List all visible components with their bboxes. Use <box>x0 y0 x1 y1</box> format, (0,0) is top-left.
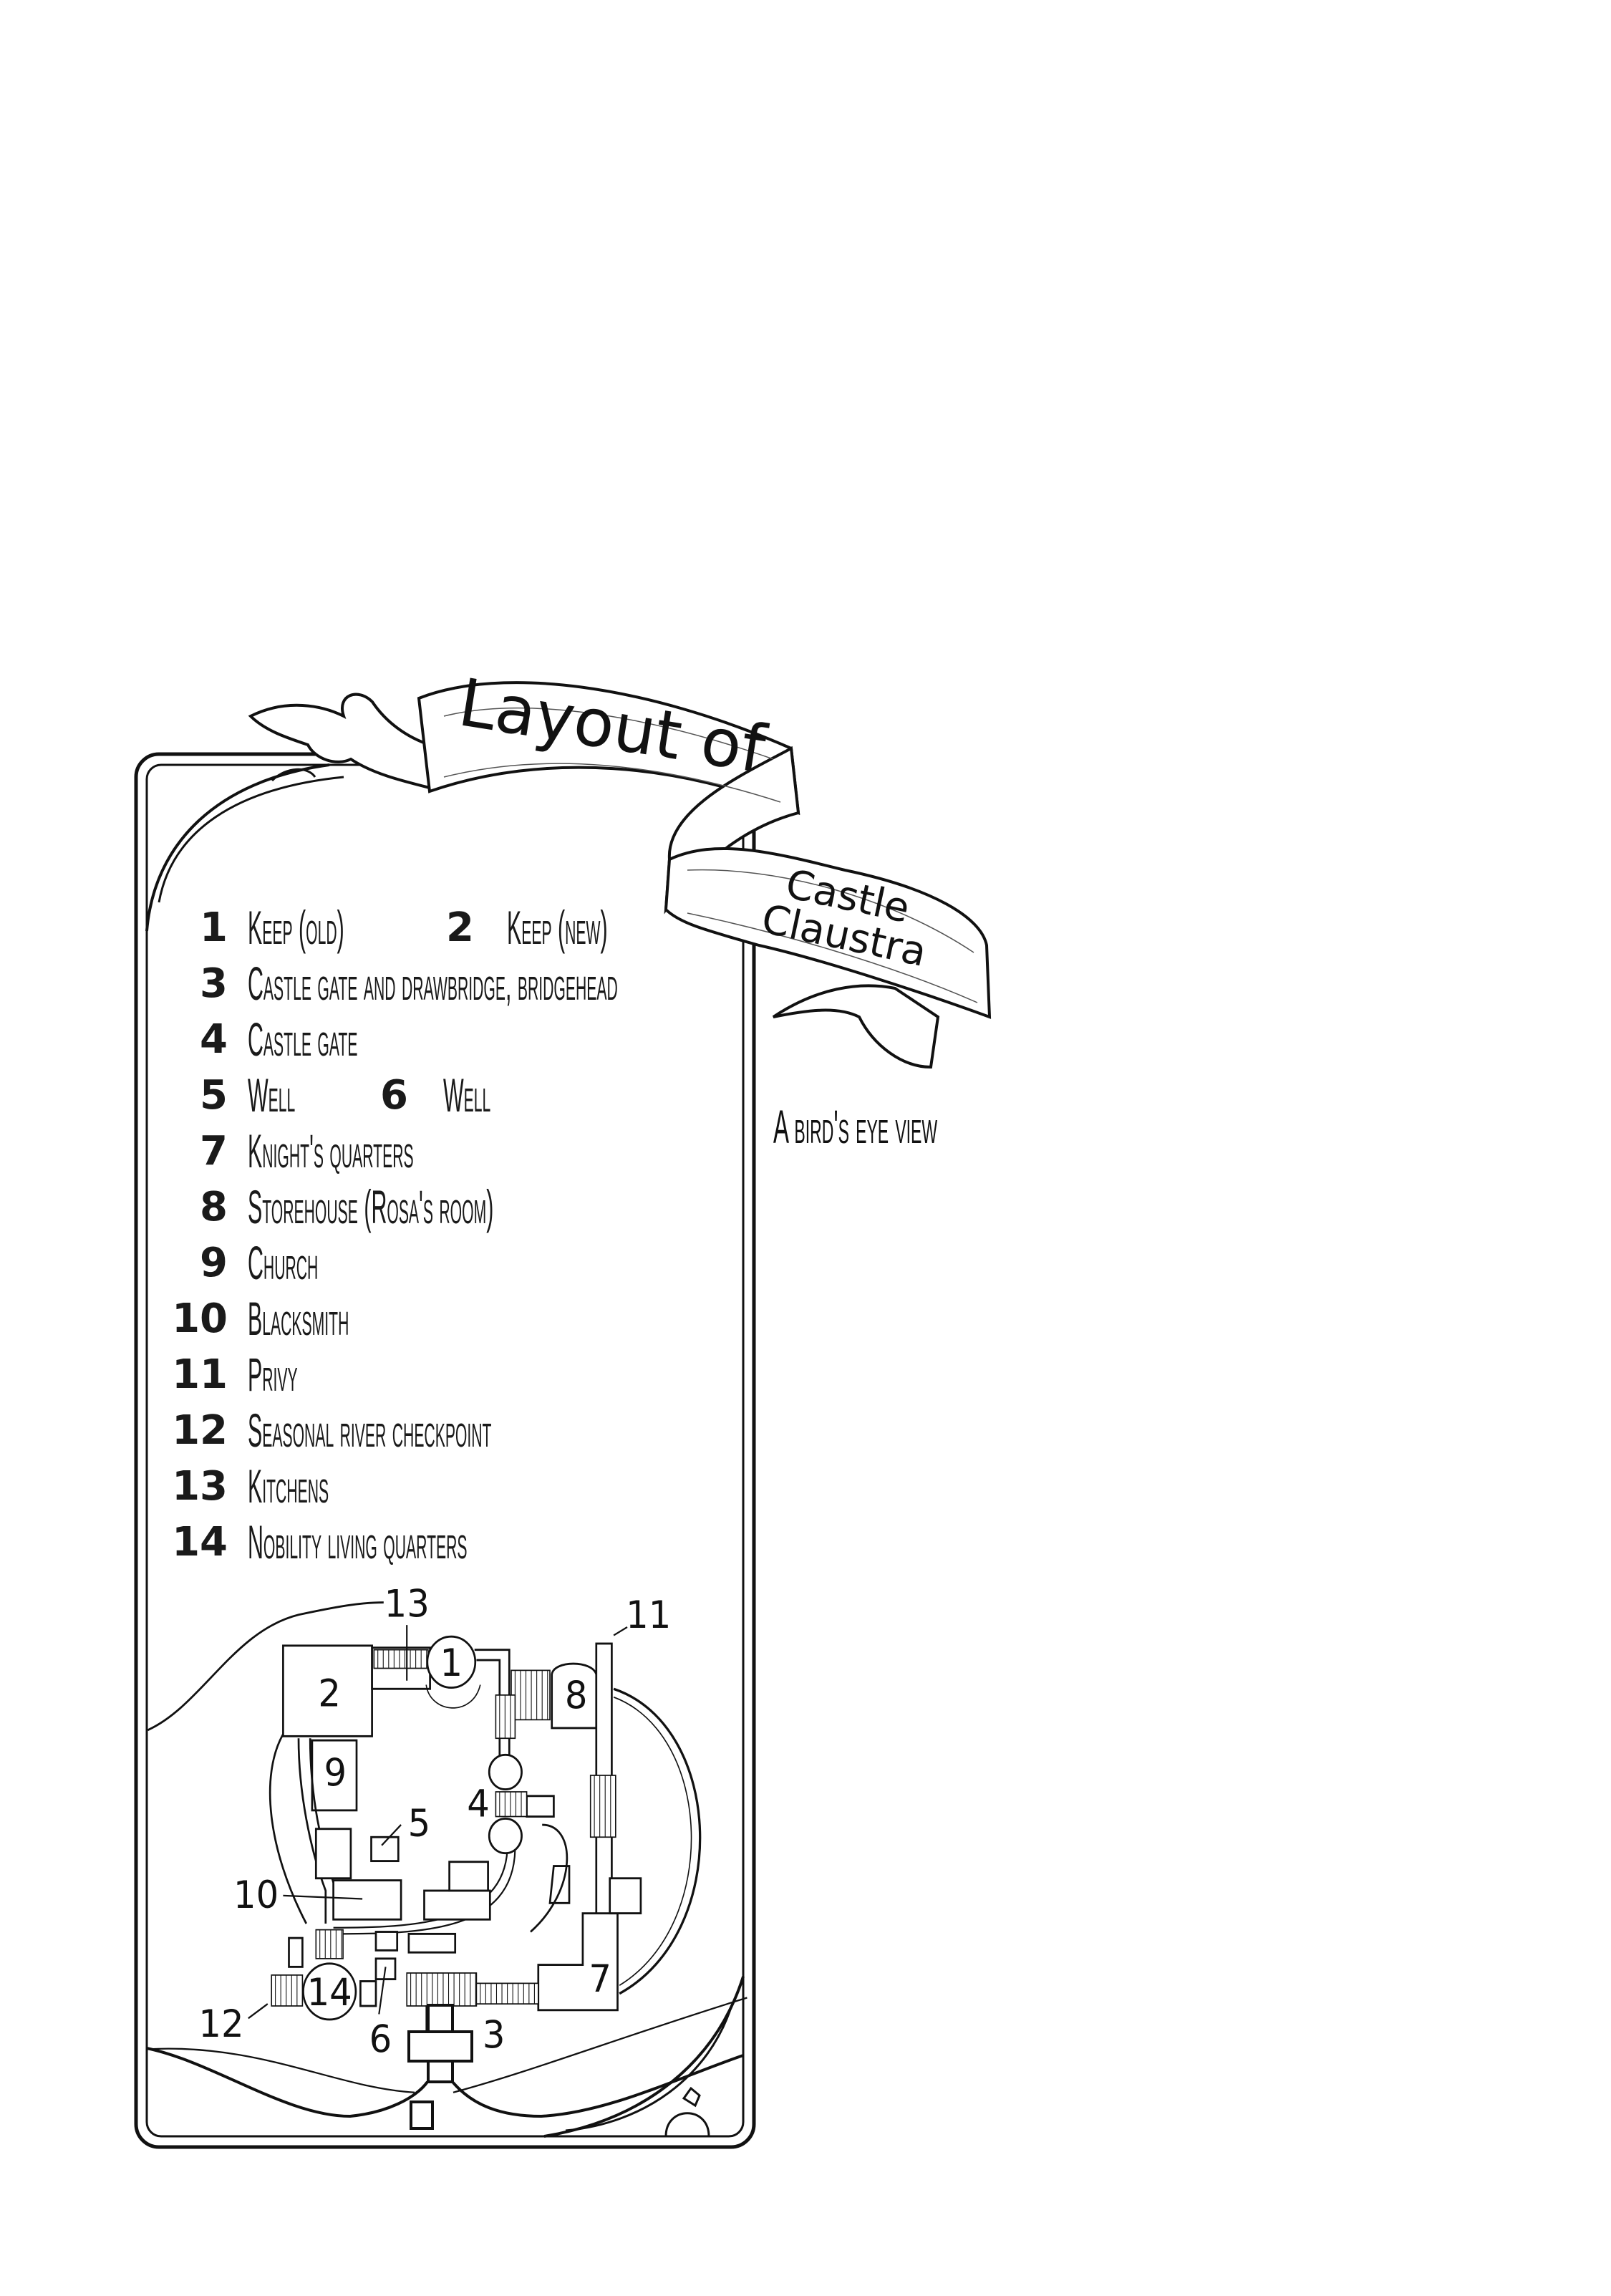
legend-number: 5 <box>200 1072 228 1119</box>
hatched-masonry <box>315 1929 344 1959</box>
legend-label: Keep (new) <box>507 901 608 954</box>
subtitle: A bird's eye view <box>773 1100 938 1153</box>
map-label-7: 7 <box>589 1957 611 2001</box>
hatched-masonry <box>406 1972 478 2007</box>
legend-number: 7 <box>200 1128 228 1174</box>
legend-number: 12 <box>172 1407 228 1454</box>
legend-label: Castle gate <box>248 1013 358 1066</box>
outer-wall-arc <box>613 1687 702 1995</box>
legend-number: 10 <box>172 1296 228 1342</box>
legend-number: 13 <box>172 1463 228 1510</box>
map-label-10: 10 <box>233 1873 279 1918</box>
bridgehead-post <box>410 2100 434 2130</box>
building-2 <box>282 1644 373 1737</box>
legend-label: Well <box>248 1069 296 1122</box>
well-5 <box>370 1836 400 1863</box>
map-label-14: 14 <box>307 1970 352 2015</box>
legend-label: Seasonal river checkpoint <box>248 1404 492 1457</box>
hatched-masonry <box>511 1669 551 1721</box>
map-label-1: 1 <box>440 1641 463 1685</box>
curved-outbuildings <box>530 1823 571 1933</box>
building-9 <box>311 1739 358 1812</box>
legend-label: Knight's quarters <box>248 1124 414 1177</box>
map-label-4: 4 <box>467 1782 490 1826</box>
legend-number: 9 <box>200 1240 228 1286</box>
hill-contour-top <box>147 1601 384 1732</box>
legend-label: Kitchens <box>248 1460 329 1513</box>
legend-label: Storehouse (Rosa's room) <box>248 1180 494 1233</box>
legend-number: 6 <box>380 1072 408 1119</box>
legend-label: Nobility living quarters <box>248 1515 468 1568</box>
map-label-8: 8 <box>565 1674 588 1718</box>
map-label-2: 2 <box>318 1672 341 1716</box>
nobility-tower <box>302 1962 357 2021</box>
map-label-3: 3 <box>483 2013 505 2058</box>
legend-label: Blacksmith <box>248 1292 349 1345</box>
banner-tail-lower <box>772 984 940 1069</box>
gate-tower-upper <box>488 1753 523 1790</box>
building-10 <box>332 1879 402 1921</box>
keep-old-tower <box>426 1635 477 1689</box>
hatched-masonry <box>271 1974 304 2007</box>
legend-number: 4 <box>200 1016 228 1063</box>
legend-number: 14 <box>172 1519 228 1566</box>
legend-number: 11 <box>172 1351 228 1398</box>
map-label-12: 12 <box>198 2002 243 2047</box>
drawbridge-approach <box>146 2004 744 2130</box>
legend-label: Castle gate and drawbridge, bridgehead <box>248 957 618 1010</box>
hatched-masonry <box>373 1649 429 1669</box>
banner-tail-left <box>248 693 431 790</box>
legend-label: Keep (old) <box>248 901 344 954</box>
title-banner: Layout of Castle Claustra <box>248 664 992 1069</box>
river-bank <box>147 1997 748 2093</box>
legend-number: 1 <box>200 905 228 951</box>
legend-number: 8 <box>200 1184 228 1230</box>
legend-label: Privy <box>248 1348 298 1401</box>
map-label-11: 11 <box>626 1593 671 1638</box>
map-label-13: 13 <box>384 1582 430 1626</box>
castle-plan: 1 2 3 4 5 6 7 8 9 10 11 12 13 14 <box>147 1582 748 2093</box>
map-label-6: 6 <box>369 2017 392 2062</box>
map-label-9: 9 <box>324 1751 347 1795</box>
legend-number: 3 <box>200 960 228 1007</box>
legend-label: Well <box>443 1069 491 1122</box>
legend-number: 2 <box>446 905 474 951</box>
hatched-masonry <box>495 1791 528 1818</box>
leader-lines <box>248 1625 628 2020</box>
gate-tower-lower <box>488 1817 523 1855</box>
map-label-5: 5 <box>408 1802 431 1846</box>
legend-label: Church <box>248 1236 319 1289</box>
